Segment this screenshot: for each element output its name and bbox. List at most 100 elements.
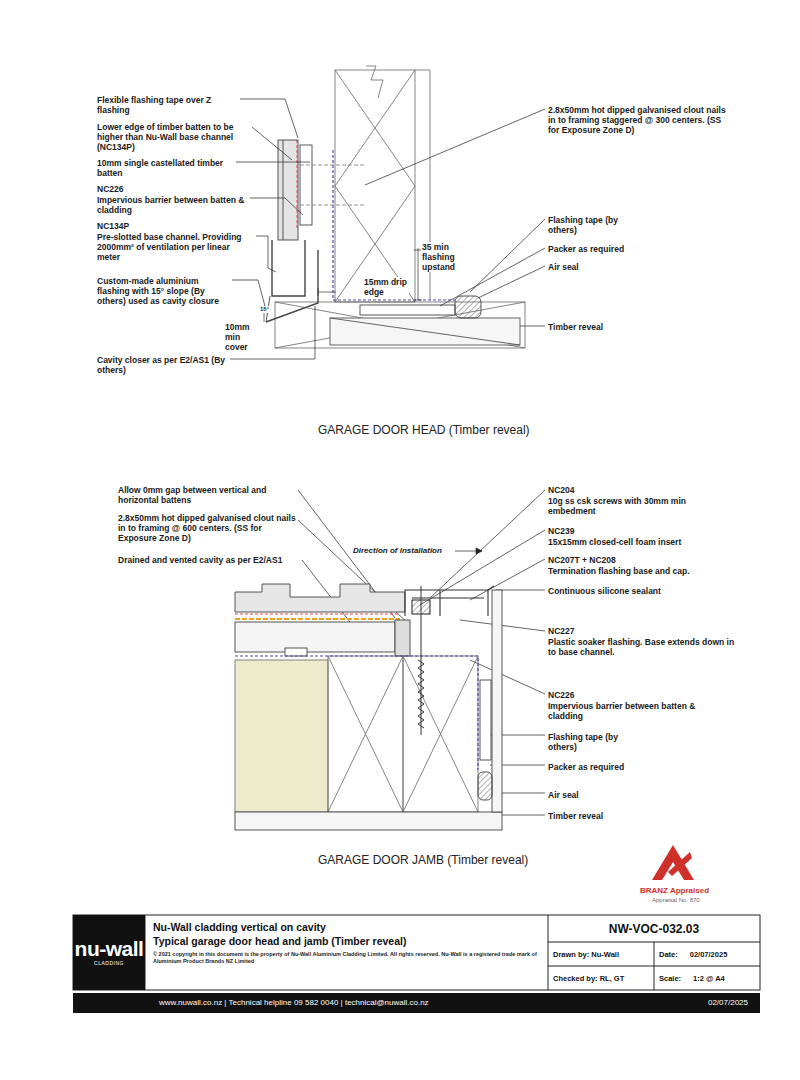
jamb-cladding xyxy=(235,614,400,615)
callout-label: Impervious barrier between batten & clad… xyxy=(97,195,247,215)
title-block-lines xyxy=(548,915,549,990)
callout-label: 2.8x50mm hot dipped galvanised clout nai… xyxy=(118,513,296,543)
leader-lines xyxy=(482,735,545,736)
jamb-wall xyxy=(328,656,403,812)
callout-label: Continuous silicone sealant xyxy=(548,586,661,596)
cladding-and-batten xyxy=(266,140,318,322)
cladding-and-batten xyxy=(297,140,298,228)
part-code: NC239 xyxy=(548,526,574,536)
head-framing xyxy=(335,186,415,302)
jamb-reveal-packer-seal xyxy=(480,680,491,760)
drawn-by: Drawn by: Nu-Wall xyxy=(553,950,619,959)
screw xyxy=(421,586,422,735)
dimension-lines xyxy=(418,248,419,300)
scale-value: 1:2 @ A4 xyxy=(693,974,725,983)
leader-lines xyxy=(496,590,545,591)
jamb-reveal-packer-seal xyxy=(235,590,502,830)
screw xyxy=(418,586,424,735)
callout-label: Flashing tape (by others) xyxy=(548,732,620,752)
date-value: 02/07/2025 xyxy=(690,950,728,959)
leader-lines xyxy=(502,815,545,816)
appraisal-number: Appraisal No. 870 xyxy=(652,897,700,904)
copyright-note: © 2021 copyright in this document is the… xyxy=(153,951,540,965)
jamb-wall xyxy=(328,656,403,812)
appraisal-mark: BRANZ Appraised xyxy=(640,886,709,896)
callout-label: Impervious barrier between batten & clad… xyxy=(548,701,730,721)
logo-box: nu-wallCLADDING xyxy=(73,915,145,990)
jamb-cladding xyxy=(235,584,410,656)
part-code: NC227 xyxy=(548,626,574,636)
jamb-flashing-tape xyxy=(235,656,478,770)
branz-mark xyxy=(668,852,692,876)
jamb-reveal-packer-seal xyxy=(235,812,502,830)
leader-lines xyxy=(252,127,292,160)
jamb-wall xyxy=(328,656,403,812)
dimension-label: 35 min flashing upstand xyxy=(421,242,483,272)
jamb-wall xyxy=(235,660,328,812)
title-block-lines xyxy=(73,915,760,990)
jamb-wall xyxy=(403,656,478,812)
dimension-lines xyxy=(318,288,319,296)
leader-lines xyxy=(236,162,310,163)
callout-label: Plastic soaker flashing. Base extends do… xyxy=(548,637,740,657)
callout-label: Allow 0mm gap between vertical and horiz… xyxy=(118,485,296,505)
drawing-number: NW-VOC-032.03 xyxy=(609,922,699,936)
leader-lines xyxy=(240,99,298,138)
leader-lines xyxy=(420,530,545,605)
part-code: NC134P xyxy=(97,221,129,231)
jamb-wall xyxy=(403,656,478,812)
drawing-number-cell: NW-VOC-032.03 xyxy=(548,915,760,942)
checked-by-cell: Checked by: RL, GT xyxy=(548,966,654,990)
termination-flashing xyxy=(405,590,488,616)
callout-label: Custom-made aluminium flashing with 15° … xyxy=(97,276,227,306)
part-code: NC204 xyxy=(548,485,574,495)
callout-label: 10g ss csk screws with 30mm min embedmen… xyxy=(548,496,730,516)
field-name: Date: xyxy=(659,950,678,959)
dimension-lines xyxy=(318,292,336,293)
scale-cell: Scale:1:2 @ A4 xyxy=(654,966,760,990)
footer-bar: www.nuwall.co.nz | Technical helpline 09… xyxy=(73,993,760,1013)
direction-label: Direction of installation xyxy=(352,546,443,556)
head-framing xyxy=(275,302,525,348)
cladding-and-batten xyxy=(278,140,298,240)
head-framing xyxy=(275,302,525,348)
callout-label: Pre-slotted base channel. Providing 2000… xyxy=(97,232,252,262)
leader-lines xyxy=(470,559,545,600)
cladding-and-batten xyxy=(272,240,305,296)
dimension-lines xyxy=(414,300,422,301)
jamb-flashing-tape xyxy=(235,656,478,770)
drawn-by-cell: Drawn by: Nu-Wall xyxy=(548,942,654,966)
jamb-wall xyxy=(403,656,478,812)
jamb-cladding xyxy=(235,622,395,652)
callout-label: Timber reveal xyxy=(548,322,603,332)
callout-label: Air seal xyxy=(548,262,579,272)
leader-lines xyxy=(478,266,545,298)
view-title: GARAGE DOOR HEAD (Timber reveal) xyxy=(318,423,530,437)
packer-and-air-seal xyxy=(360,296,481,318)
dimension-label: 10mm min cover xyxy=(224,322,266,352)
packer-and-air-seal xyxy=(360,305,455,315)
callout-label: Timber reveal xyxy=(548,811,603,821)
drawing-title: Nu-Wall cladding vertical on cavity xyxy=(153,920,540,934)
part-code: NC226 xyxy=(548,690,574,700)
callout-label: 10mm single castellated timber batten xyxy=(97,158,232,178)
leader-lines xyxy=(250,198,303,215)
leader-lines xyxy=(460,620,545,631)
nails xyxy=(300,205,365,206)
dimension-lines xyxy=(264,248,422,326)
callout-label: Cavity closer as per E2/AS1 (By others) xyxy=(97,355,227,375)
view-title: GARAGE DOOR JAMB (Timber reveal) xyxy=(318,853,528,867)
jamb-cladding xyxy=(285,648,307,656)
drawing-subtitle: Typical garage door head and jamb (Timbe… xyxy=(153,934,540,948)
cladding-and-batten xyxy=(300,145,312,225)
cladding-and-batten xyxy=(283,140,284,240)
angle-label: 15° xyxy=(259,306,270,313)
leader-lines xyxy=(430,490,545,598)
timber-reveal xyxy=(330,318,520,345)
logo-text: nu-wall xyxy=(75,939,144,959)
head-framing xyxy=(366,66,383,98)
branz-mark xyxy=(652,845,694,880)
callout-label: 2.8x50mm hot dipped galvanised clout nai… xyxy=(548,105,728,135)
head-framing xyxy=(275,302,525,348)
jamb-wall xyxy=(235,656,478,812)
